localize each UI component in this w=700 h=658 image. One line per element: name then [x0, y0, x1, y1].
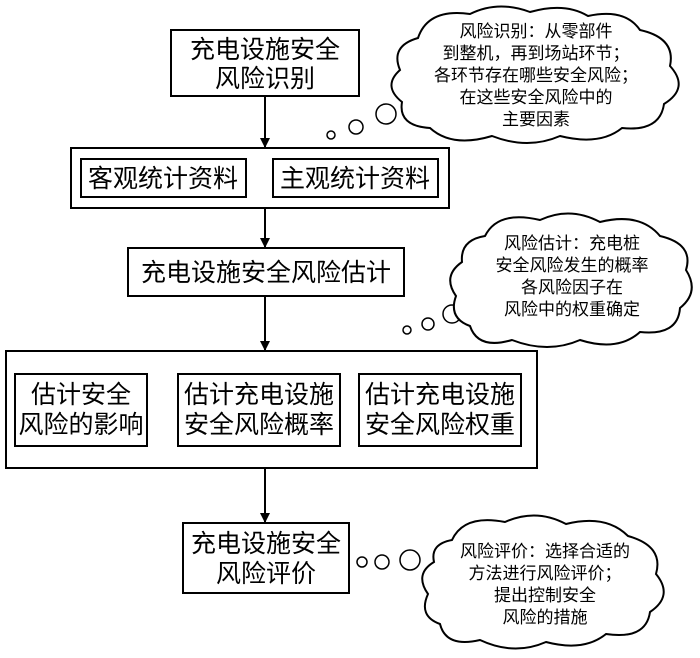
- identify-note-line5: 主要因素: [502, 110, 570, 130]
- identify-note-line2: 到整机，再到场站环节；: [443, 44, 630, 64]
- estimate-note-line4: 风险中的权重确定: [504, 300, 640, 320]
- evaluate-note-line2: 方法进行风险评价；: [469, 564, 622, 584]
- evaluate-note-line1: 风险评价：选择合适的: [460, 542, 630, 562]
- estimate-box: [127, 247, 405, 297]
- probability-box: [177, 373, 341, 447]
- impact-label-line1: 估计安全: [31, 380, 131, 409]
- identify-note-line3: 各环节存在哪些安全风险；: [434, 66, 638, 86]
- identify-box: [170, 29, 360, 97]
- impact-box: [14, 373, 148, 447]
- evaluate-note-cloud: 风险评价：选择合适的 方法进行风险评价； 提出控制安全 风险的措施: [356, 514, 665, 650]
- subjective-data-box: [272, 158, 439, 198]
- weight-label-line1: 估计充电设施: [365, 380, 515, 409]
- evaluate-label-line1: 充电设施安全: [191, 529, 341, 558]
- estimate-note-cloud: 风险估计：充电桩 安全风险发生的概率 各风险因子在 风险中的权重确定: [402, 212, 693, 348]
- objective-data-label: 客观统计资料: [88, 164, 238, 193]
- identify-label-line2: 风险识别: [215, 64, 315, 93]
- probability-label-line2: 安全风险概率: [184, 410, 334, 439]
- evaluate-box: [182, 522, 350, 594]
- evaluate-note-line3: 提出控制安全: [494, 586, 596, 606]
- identify-label-line1: 充电设施安全: [190, 35, 340, 64]
- evaluate-note-line4: 风险的措施: [503, 608, 588, 628]
- evaluate-label-line2: 风险评价: [216, 559, 316, 588]
- identify-note-line4: 在这些安全风险中的: [460, 88, 613, 108]
- subjective-data-label: 主观统计资料: [280, 164, 430, 193]
- identify-note-line1: 风险识别：从零部件: [460, 22, 613, 42]
- estimate-note-line1: 风险估计：充电桩: [504, 234, 640, 254]
- weight-box: [358, 373, 522, 447]
- estimate-note-line3: 各风险因子在: [521, 278, 623, 298]
- estimate-note-line2: 安全风险发生的概率: [496, 256, 649, 276]
- estimate-label: 充电设施安全风险估计: [141, 258, 391, 287]
- objective-data-box: [80, 158, 247, 198]
- probability-label-line1: 估计充电设施: [184, 380, 334, 409]
- weight-label-line2: 安全风险权重: [365, 410, 515, 439]
- identify-note-cloud: 风险识别：从零部件 到整机，再到场站环节； 各环节存在哪些安全风险； 在这些安全…: [326, 5, 680, 144]
- impact-label-line2: 风险的影响: [18, 410, 143, 439]
